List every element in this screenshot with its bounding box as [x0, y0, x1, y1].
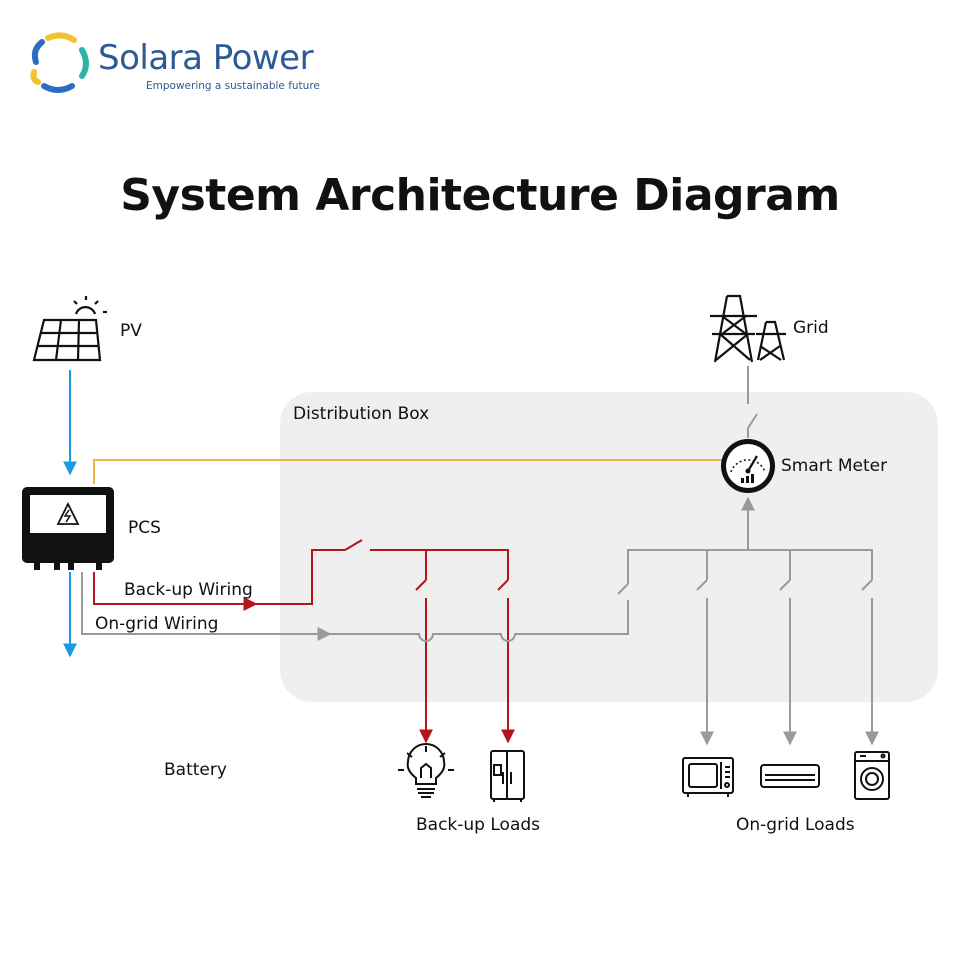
refrigerator-icon: [490, 750, 525, 802]
backup-wiring-line: [93, 572, 258, 611]
pv-label: PV: [120, 321, 142, 341]
backup-wiring-label: Back-up Wiring: [124, 580, 253, 600]
brand-name: Solara Power: [98, 38, 314, 78]
air-conditioner-icon: [760, 764, 820, 788]
ongrid-wiring-label: On-grid Wiring: [95, 614, 219, 634]
grid-label: Grid: [793, 318, 829, 338]
smart-meter-label: Smart Meter: [781, 456, 888, 476]
ongrid-loads-label: On-grid Loads: [736, 815, 855, 835]
solar-panel-icon: [32, 296, 107, 362]
ongrid-switch-1: [696, 579, 708, 591]
battery-label: Battery: [164, 760, 227, 780]
light-bulb-icon: [398, 743, 454, 798]
backup-bus-right: [370, 549, 509, 580]
ongrid-top-bus: [627, 549, 873, 584]
ongrid-bus-line: [330, 600, 629, 642]
backup-switch-1: [415, 579, 427, 591]
backup-bus-line: [256, 549, 345, 605]
distribution-box-label: Distribution Box: [293, 404, 430, 424]
backup-loads-label: Back-up Loads: [416, 815, 541, 835]
meter-comm-line: [93, 459, 722, 484]
logo-mark-icon: [30, 32, 89, 93]
smart-meter-icon: [721, 439, 775, 493]
grid-switch: [747, 413, 758, 429]
pcs-inverter-icon: [22, 487, 114, 570]
pcs-label: PCS: [128, 518, 161, 538]
distribution-box: [280, 392, 938, 702]
ongrid-switch-2: [779, 579, 791, 591]
washing-machine-icon: [854, 751, 890, 800]
ongrid-wiring-line: [81, 572, 332, 641]
ongrid-main-switch: [617, 583, 629, 595]
ongrid-switch-3: [861, 579, 873, 591]
brand-logo: Solara Power Empowering a sustainable fu…: [28, 32, 328, 96]
transmission-tower-icon: [710, 294, 786, 363]
microwave-icon: [682, 757, 734, 797]
backup-main-switch: [344, 539, 363, 551]
brand-tagline: Empowering a sustainable future: [146, 80, 320, 92]
backup-switch-2: [497, 579, 509, 591]
page-title: System Architecture Diagram: [120, 170, 840, 221]
